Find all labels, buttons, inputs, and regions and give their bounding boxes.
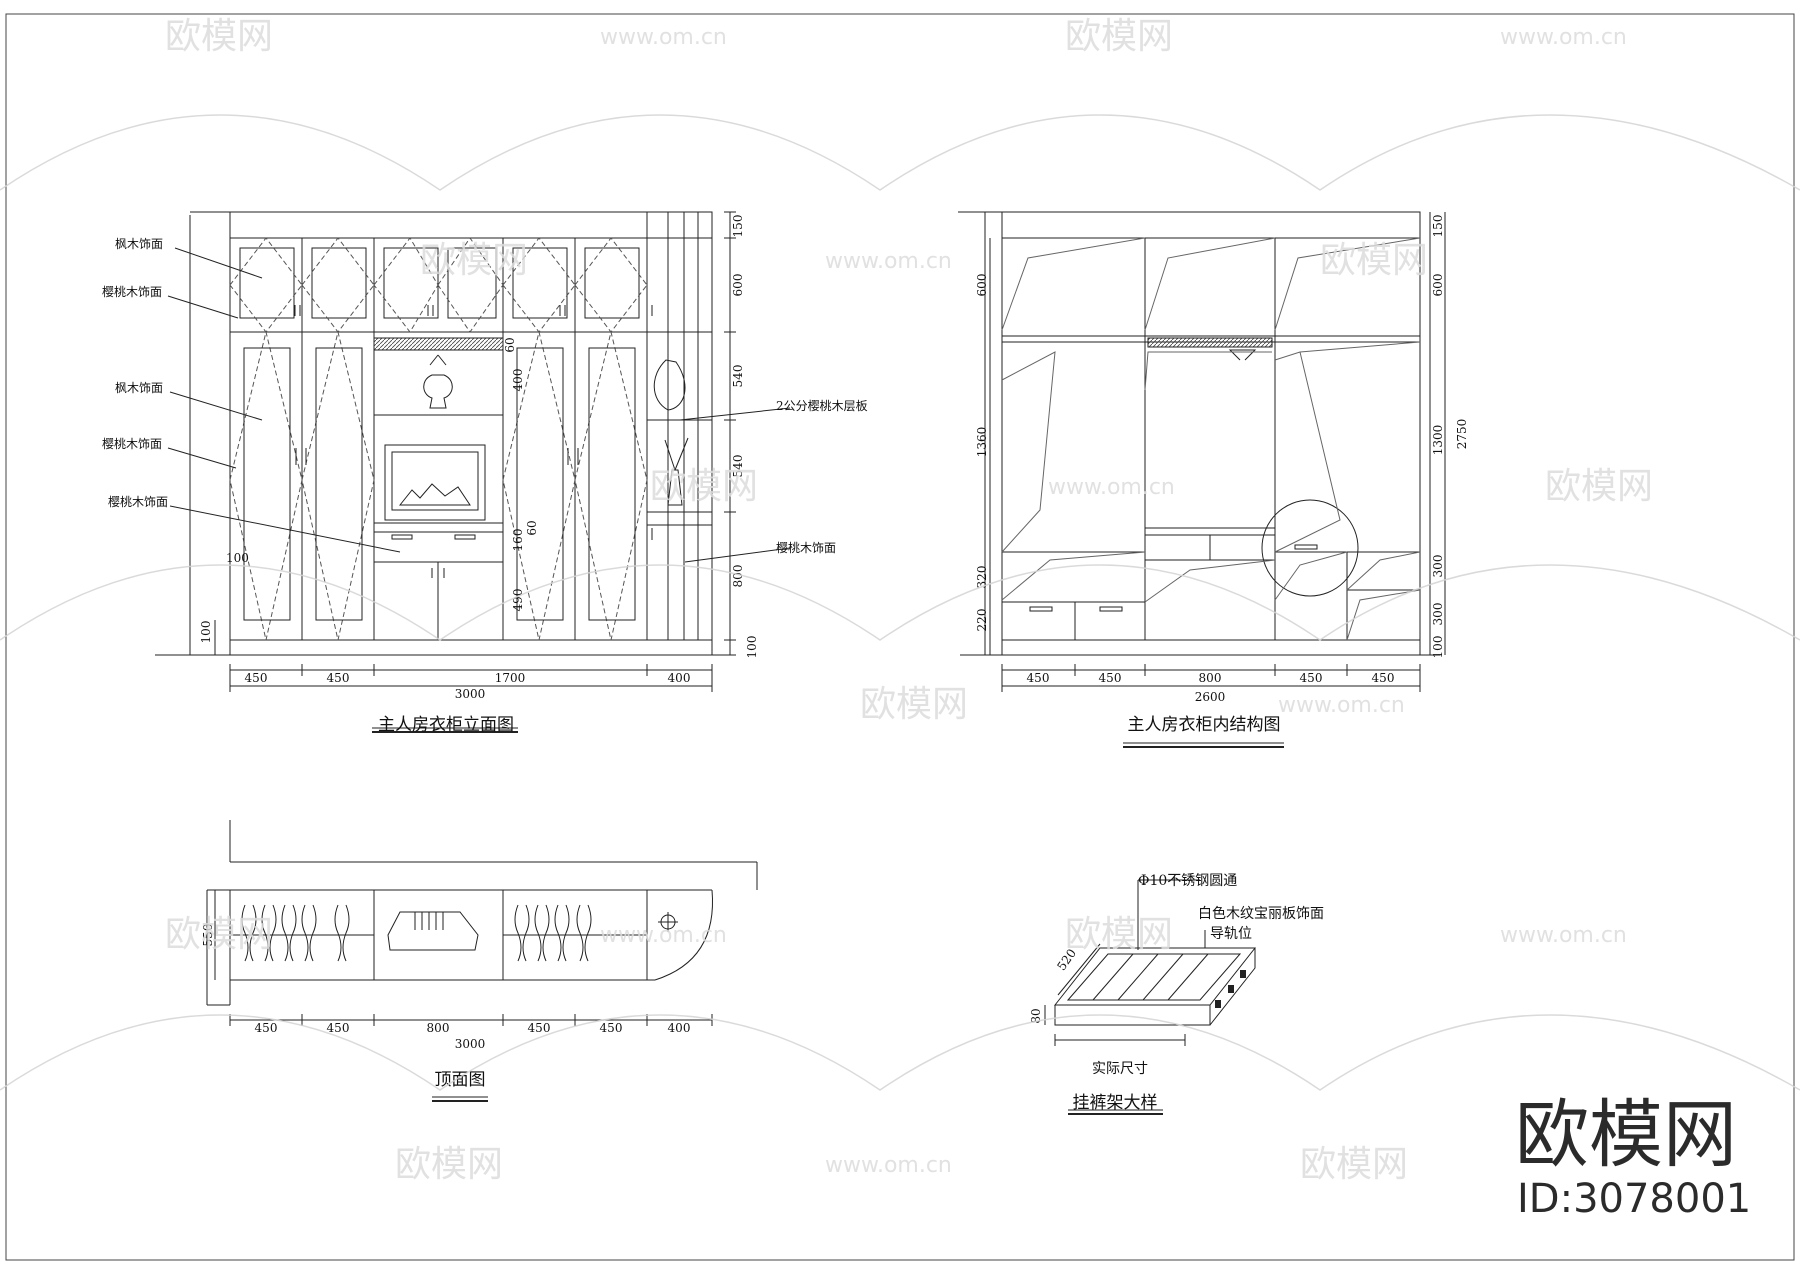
- plan-drawing: [206, 820, 758, 1102]
- detail-bottom-note: 实际尺寸: [1092, 1061, 1148, 1077]
- elev-rdim-2: 600: [731, 274, 745, 297]
- struct-rdim-3: 1300: [1431, 425, 1445, 456]
- struct-rdim-5: 300: [1431, 603, 1445, 626]
- sheet-border: [5, 13, 1795, 1261]
- struct-ldim-3: 320: [975, 566, 989, 589]
- wm-brand-3: 欧模网: [420, 240, 528, 281]
- wm-brand-8: 欧模网: [165, 914, 273, 955]
- elev-label-7: 樱桃木饰面: [776, 540, 836, 555]
- plan-title: 顶面图: [435, 1070, 486, 1090]
- struct-ldim-4: 220: [975, 609, 989, 632]
- elev-dim-4: 400: [668, 671, 691, 685]
- elev-idim-7: 100: [199, 621, 213, 644]
- struct-ldim-1: 600: [975, 274, 989, 297]
- struct-dim-1: 450: [1027, 671, 1050, 685]
- wm-brand-2: 欧模网: [1065, 16, 1173, 57]
- elevation-drawing: [155, 211, 791, 733]
- elevation-annotations: 枫木饰面 樱桃木饰面 枫木饰面 樱桃木饰面 樱桃木饰面 2公分樱桃木层板 樱桃木…: [102, 215, 868, 735]
- detail-note-2: 白色木纹宝丽板饰面: [1198, 905, 1324, 922]
- plan-dim-6: 400: [668, 1021, 691, 1035]
- model-id: ID:3078001: [1517, 1176, 1751, 1222]
- wm-brand-6: 欧模网: [1545, 466, 1653, 507]
- wm-brand-1: 欧模网: [165, 16, 273, 57]
- struct-dim-4: 450: [1300, 671, 1323, 685]
- struct-dim-2: 450: [1099, 671, 1122, 685]
- brand-logo-text: 欧模网: [1515, 1092, 1737, 1178]
- struct-rdim-2: 600: [1431, 274, 1445, 297]
- elev-dim-2: 450: [327, 671, 350, 685]
- plan-dim-1: 450: [255, 1021, 278, 1035]
- structure-drawing: [958, 211, 1446, 748]
- detail-dim-2: 80: [1029, 1008, 1043, 1023]
- elev-dim-3: 1700: [495, 671, 526, 685]
- elev-dim-1: 450: [245, 671, 268, 685]
- elev-label-1: 枫木饰面: [115, 236, 163, 251]
- detail-note-1: Φ10不锈钢圆通: [1138, 873, 1237, 889]
- elev-rdim-5: 800: [731, 565, 745, 588]
- wm-url-7: www.om.cn: [1500, 923, 1627, 948]
- plan-dim-total: 3000: [455, 1037, 486, 1051]
- wm-url-8: www.om.cn: [825, 1153, 952, 1178]
- wm-url-2: www.om.cn: [1500, 25, 1627, 50]
- detail-drawing: [1044, 879, 1257, 1115]
- detail-annotations: Φ10不锈钢圆通 白色木纹宝丽板饰面 导轨位 520 80 实际尺寸 挂裤架大样: [1029, 873, 1324, 1113]
- elev-label-6: 2公分樱桃木层板: [776, 398, 868, 413]
- wm-url-3: www.om.cn: [825, 249, 952, 274]
- plan-annotations: 450 450 800 450 450 400 3000 550 顶面图: [201, 924, 690, 1090]
- wm-url-5: www.om.cn: [1278, 693, 1405, 718]
- plan-hangers: [241, 904, 592, 962]
- wm-url-1: www.om.cn: [600, 25, 727, 50]
- elev-idim-1: 60: [503, 337, 517, 352]
- struct-rdim-1: 150: [1431, 215, 1445, 238]
- structure-annotations: 450 450 800 450 450 2600 600 1360 320 22…: [975, 215, 1469, 735]
- brand-block: 欧模网 ID:3078001: [1515, 1092, 1751, 1222]
- wm-brand-10: 欧模网: [395, 1144, 503, 1185]
- wm-brand-9: 欧模网: [1065, 914, 1173, 955]
- struct-rdim-6: 100: [1431, 636, 1445, 659]
- elev-idim-6: 100: [226, 551, 249, 565]
- wm-brand-7: 欧模网: [860, 684, 968, 725]
- elev-rdim-6: 100: [745, 636, 759, 659]
- struct-overall-height: 2750: [1455, 419, 1469, 450]
- wm-brand-5: 欧模网: [650, 466, 758, 507]
- elev-rdim-3: 540: [731, 365, 745, 388]
- elev-label-2: 樱桃木饰面: [102, 284, 162, 299]
- wm-brand-11: 欧模网: [1300, 1144, 1408, 1185]
- struct-dim-5: 450: [1372, 671, 1395, 685]
- struct-rdim-4: 300: [1431, 555, 1445, 578]
- elev-label-5: 樱桃木饰面: [108, 494, 168, 509]
- elevation-title: 主人房衣柜立面图: [378, 715, 514, 735]
- detail-title: 挂裤架大样: [1073, 1093, 1158, 1113]
- elev-idim-4: 60: [525, 520, 539, 535]
- elev-idim-5: 490: [511, 589, 525, 612]
- elev-rdim-1: 150: [731, 215, 745, 238]
- detail-note-3: 导轨位: [1210, 926, 1252, 942]
- plan-depth: 550: [201, 924, 215, 947]
- watermark-layer: 欧模网 www.om.cn 欧模网 www.om.cn 欧模网 www.om.c…: [0, 16, 1800, 1185]
- elev-label-4: 樱桃木饰面: [102, 436, 162, 451]
- plan-dim-5: 450: [600, 1021, 623, 1035]
- plan-dim-4: 450: [528, 1021, 551, 1035]
- elev-idim-2: 400: [511, 369, 525, 392]
- elev-label-3: 枫木饰面: [115, 380, 163, 395]
- struct-dim-total: 2600: [1195, 690, 1226, 704]
- wm-url-6: www.om.cn: [600, 923, 727, 948]
- plan-dim-3: 800: [427, 1021, 450, 1035]
- struct-ldim-2: 1360: [975, 427, 989, 458]
- plan-dim-2: 450: [327, 1021, 350, 1035]
- elev-rdim-4: 540: [731, 455, 745, 478]
- struct-dim-3: 800: [1199, 671, 1222, 685]
- structure-title: 主人房衣柜内结构图: [1128, 715, 1281, 735]
- elev-idim-3: 160: [511, 529, 525, 552]
- elev-dim-total: 3000: [455, 687, 486, 701]
- wm-url-4: www.om.cn: [1048, 475, 1175, 500]
- wm-brand-4: 欧模网: [1320, 240, 1428, 281]
